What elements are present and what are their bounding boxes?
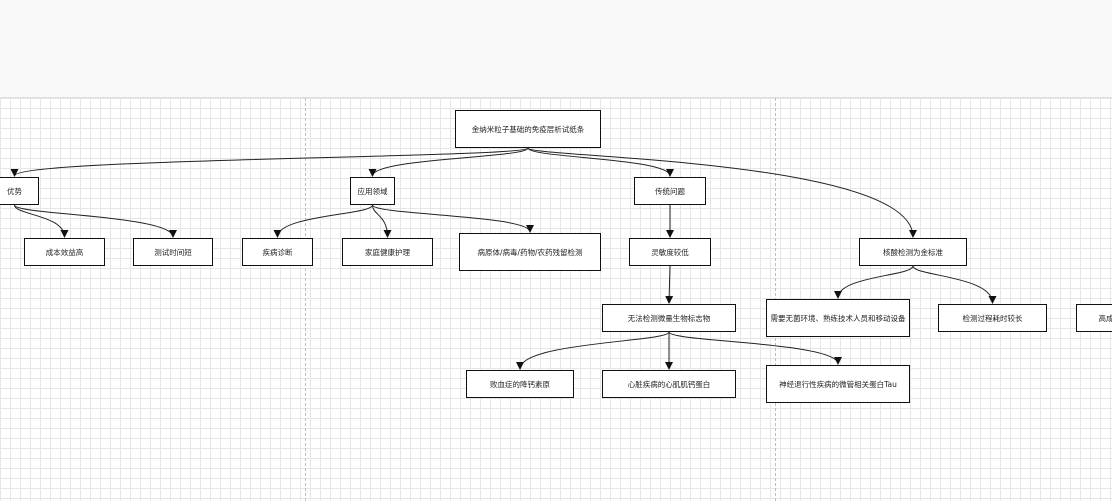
node-root[interactable]: 金纳米粒子基础的免疫层析试纸条 <box>455 110 601 148</box>
edge-root-nucleic <box>527 147 917 238</box>
edge-nucleic-lab <box>834 265 914 299</box>
node-home[interactable]: 家庭健康护理 <box>342 238 433 266</box>
node-traditional[interactable]: 传统问题 <box>634 177 706 205</box>
node-speed[interactable]: 测试时间短 <box>133 238 213 266</box>
edge-application-pathogen <box>372 204 534 233</box>
edge-application-disease <box>273 204 373 238</box>
node-advantage[interactable]: 优势 <box>0 177 39 205</box>
edge-nucleic-time <box>912 265 997 304</box>
node-pathogen[interactable]: 病原体/病毒/药物/农药残留检测 <box>459 233 601 271</box>
node-sepsis[interactable]: 败血症的降钙素原 <box>466 370 574 398</box>
edge-advantage-speed <box>14 204 177 238</box>
node-tau[interactable]: 神经退行性疾病的微管相关蛋白Tau <box>766 365 910 403</box>
edge-layer <box>10 147 997 370</box>
node-application[interactable]: 应用领域 <box>350 177 395 205</box>
node-sensitivity[interactable]: 灵敏度较低 <box>629 238 711 266</box>
edge-advantage-cost <box>14 204 69 238</box>
node-biomarker[interactable]: 无法检测微量生物标志物 <box>602 304 736 332</box>
page-break-line <box>305 98 306 501</box>
node-troponin[interactable]: 心脏疾病的心肌肌钙蛋白 <box>602 370 736 398</box>
edge-sensitivity-biomarker <box>665 265 674 304</box>
node-nucleic[interactable]: 核酸检测为金标准 <box>859 238 967 266</box>
node-disease[interactable]: 疾病诊断 <box>242 238 313 266</box>
edge-root-application <box>368 147 529 177</box>
node-highcost[interactable]: 高成 <box>1076 304 1112 332</box>
node-time[interactable]: 检测过程耗时较长 <box>938 304 1047 332</box>
edge-biomarker-sepsis <box>516 331 670 370</box>
node-cost[interactable]: 成本效益高 <box>24 238 105 266</box>
edge-root-traditional <box>527 147 674 177</box>
node-lab[interactable]: 需要无菌环境、熟练技术人员和移动设备 <box>766 299 910 337</box>
edge-root-advantage <box>10 147 529 177</box>
edge-biomarker-tau <box>668 331 842 365</box>
diagram-canvas[interactable]: 金纳米粒子基础的免疫层析试纸条 优势 应用领域 传统问题 成本效益高 测试时间短… <box>0 97 1112 501</box>
edge-application-home <box>372 204 392 238</box>
toolbar-area <box>0 0 1112 97</box>
